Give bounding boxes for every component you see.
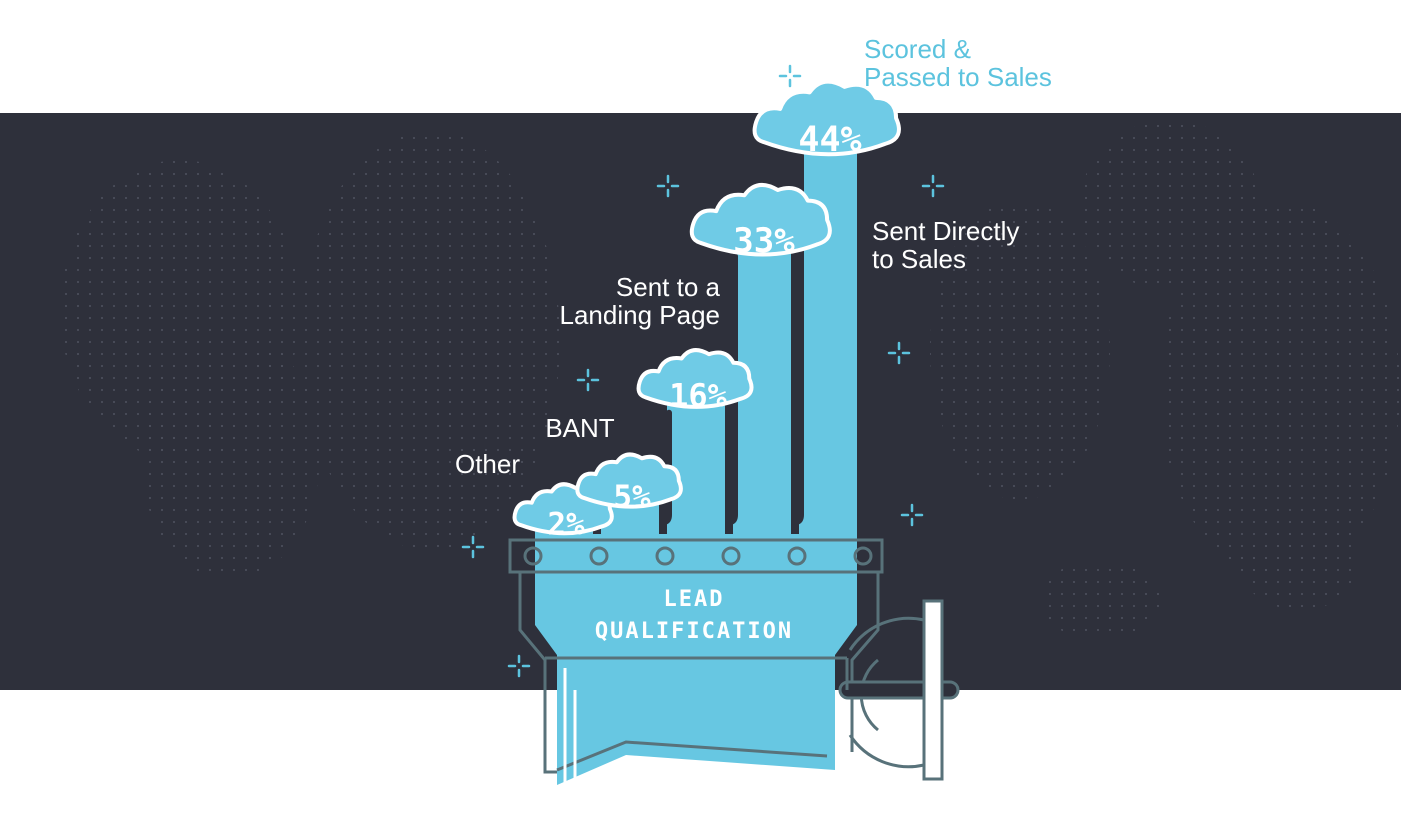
category-label: Other [455, 449, 520, 479]
wheel-arc [848, 616, 925, 651]
bar-separator [660, 409, 672, 525]
value-label: 16% [669, 377, 728, 415]
wheel-arc [848, 734, 925, 769]
cloud-icon [752, 79, 901, 157]
dot-map-region [1240, 520, 1360, 610]
machine-strap [508, 538, 884, 574]
sparkle-icon [900, 503, 924, 527]
bar-separator [792, 152, 804, 525]
category-label: Sent Directly [872, 216, 1019, 246]
value-label: 2% [547, 506, 585, 542]
category-label: to Sales [872, 244, 966, 274]
sparkle-icon [778, 64, 802, 88]
dot-map-region [930, 200, 1110, 500]
value-label: 33% [733, 221, 795, 261]
dot-map-region [1160, 200, 1400, 580]
value-label: 44% [798, 120, 861, 160]
category-label: Landing Page [560, 300, 720, 330]
strap-rivet [589, 546, 609, 566]
dot-map-region [140, 330, 320, 580]
bar-separator [726, 253, 738, 525]
dot-map-region [420, 300, 510, 440]
sparkle-icon [576, 368, 600, 392]
base-label: QUALIFICATION [595, 619, 793, 644]
crank-handle [922, 599, 944, 781]
category-label: Passed to Sales [864, 62, 1052, 92]
sparkle-icon [887, 341, 911, 365]
machine-right-housing [850, 572, 880, 752]
strap-rivet [721, 546, 741, 566]
value-label: 5% [613, 479, 651, 515]
cloud-icon [636, 348, 754, 409]
base-label: LEAD [664, 587, 725, 612]
strap-rivet [787, 546, 807, 566]
cloud-icon [575, 452, 683, 509]
strap-rivet [523, 546, 543, 566]
strap-rivet [853, 546, 873, 566]
cloud-icon [689, 182, 832, 257]
strap-rivet [655, 546, 675, 566]
category-label: Sent to a [616, 272, 721, 302]
body-divider [543, 658, 849, 690]
sparkle-icon [921, 174, 945, 198]
sparkle-icon [507, 654, 531, 678]
category-label: Scored & [864, 34, 971, 64]
sparkle-icon [656, 174, 680, 198]
dot-map-region [1040, 560, 1160, 640]
body-bottom-edge [556, 740, 828, 772]
category-label: BANT [545, 413, 614, 443]
sparkle-icon [461, 535, 485, 559]
